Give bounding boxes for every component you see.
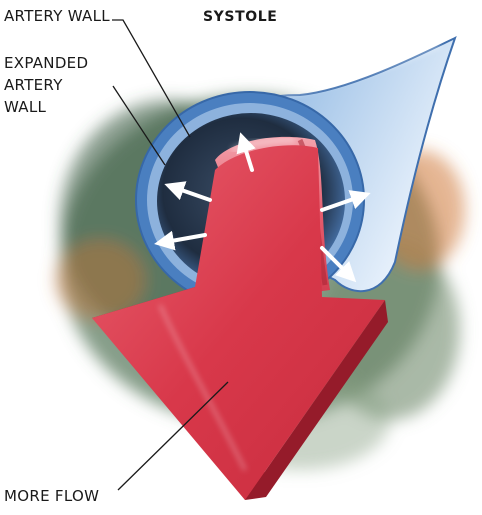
label-expanded-artery-wall: EXPANDED ARTERY WALL (4, 52, 88, 118)
diagram-title: SYSTOLE (203, 6, 277, 28)
label-expanded-line-2: ARTERY (4, 74, 88, 96)
label-expanded-line-3: WALL (4, 96, 88, 118)
label-more-flow: MORE FLOW (4, 485, 99, 507)
label-expanded-line-1: EXPANDED (4, 52, 88, 74)
label-artery-wall: ARTERY WALL (4, 5, 110, 27)
